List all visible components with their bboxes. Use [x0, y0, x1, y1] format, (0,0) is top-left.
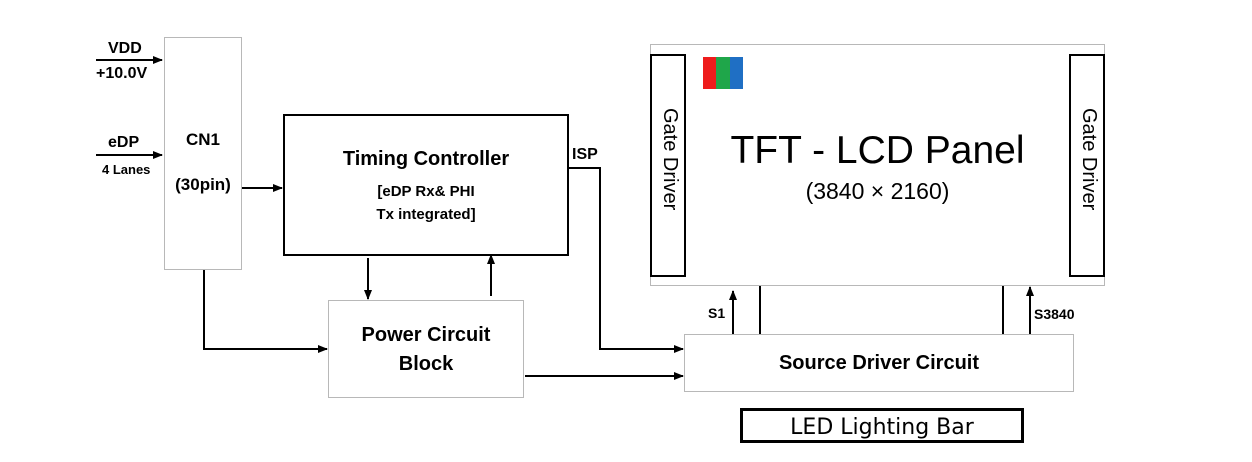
gate-driver-right-label: Gate Driver	[1078, 108, 1100, 211]
s3840-label: S3840	[1034, 306, 1075, 322]
rgb-green-subpixel	[716, 57, 730, 89]
gate-driver-left-label: Gate Driver	[659, 108, 681, 211]
tcon-line1: [eDP Rx& PHI	[377, 183, 475, 200]
power-circuit-block: Power Circuit Block	[328, 300, 524, 398]
isp-to-source-arrow	[569, 167, 684, 353]
rgb-red-subpixel	[703, 57, 717, 89]
power-line2: Block	[398, 353, 454, 375]
tcon-title: Timing Controller	[342, 148, 510, 170]
gate-driver-left: Gate Driver	[650, 54, 686, 277]
rgb-pixel-icon	[703, 57, 743, 89]
panel-resolution: (3840 × 2160)	[805, 178, 950, 204]
timing-controller-block: Timing Controller [eDP Rx& PHI Tx integr…	[283, 114, 569, 256]
edp-lanes: 4 Lanes	[102, 162, 151, 177]
edp-label: eDP	[108, 134, 140, 151]
isp-label: ISP	[572, 146, 598, 163]
led-bar-label: LED Lighting Bar	[790, 415, 974, 440]
cn1-to-power-arrow	[203, 270, 328, 353]
panel-title: TFT - LCD Panel	[730, 129, 1025, 172]
led-lighting-bar: LED Lighting Bar	[740, 408, 1024, 443]
rgb-blue-subpixel	[729, 57, 743, 89]
tcon-line2: Tx integrated]	[376, 206, 476, 223]
vdd-voltage: +10.0V	[96, 65, 148, 82]
source-driver-circuit: Source Driver Circuit	[684, 334, 1074, 392]
gate-driver-right: Gate Driver	[1069, 54, 1105, 277]
source-driver-title: Source Driver Circuit	[778, 352, 980, 374]
cn1-pins: (30pin)	[175, 175, 231, 194]
vdd-label: VDD	[108, 40, 142, 57]
power-line1: Power Circuit	[361, 324, 491, 346]
tft-lcd-panel: TFT - LCD Panel (3840 × 2160)	[650, 44, 1105, 286]
cn1-connector: CN1 (30pin)	[164, 37, 242, 270]
s1-label: S1	[708, 305, 726, 321]
cn1-name: CN1	[185, 130, 220, 149]
